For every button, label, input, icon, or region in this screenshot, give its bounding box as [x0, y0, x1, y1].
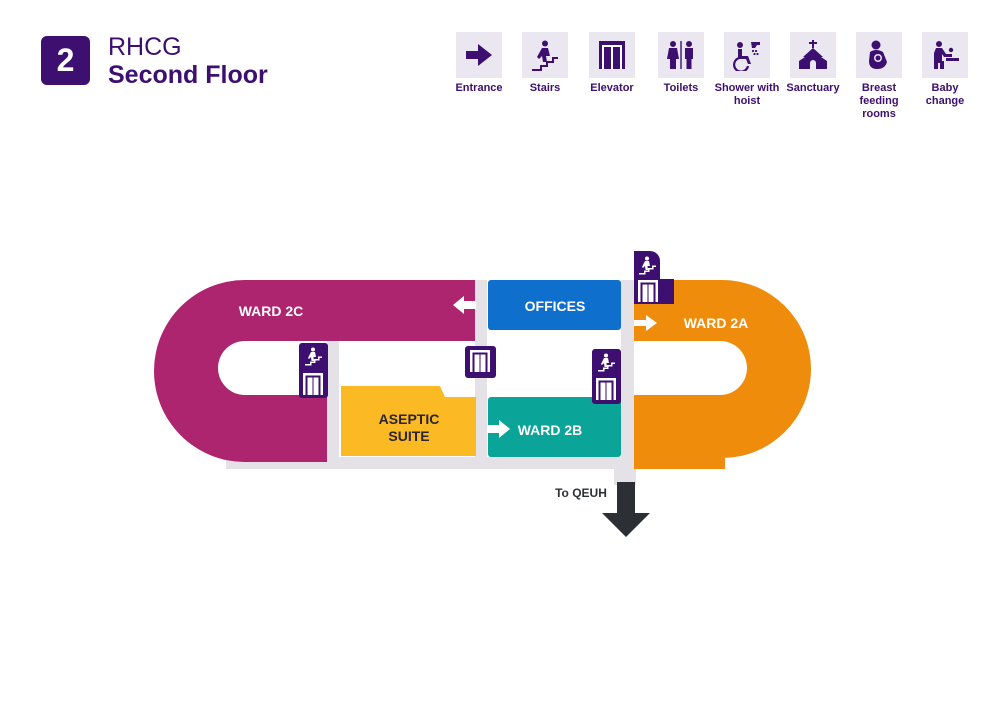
toilets-icon	[667, 41, 693, 69]
elevator-icon	[596, 378, 616, 400]
ward-2a-label: WARD 2A	[684, 315, 749, 331]
legend-label: Baby change	[925, 82, 965, 107]
legend-label: Breast feeding rooms	[859, 82, 899, 120]
stairs-elevator-marker-right	[592, 349, 621, 404]
legend-item-sanctuary: Sanctuary	[780, 32, 846, 95]
elevator-icon	[303, 373, 323, 395]
offices-area[interactable]	[488, 280, 621, 330]
legend-item-elevator: Elevator	[579, 32, 645, 95]
offices-label: OFFICES	[525, 298, 586, 314]
entrance-arrow-icon	[634, 315, 657, 331]
shower-hoist-icon	[733, 42, 760, 71]
elevator-icon	[599, 41, 625, 69]
legend-item-baby-change: Baby change	[912, 32, 978, 108]
floor-number-badge: 2	[41, 36, 90, 85]
ward-2a-area[interactable]	[634, 280, 811, 469]
aseptic-suite-area[interactable]	[341, 386, 476, 456]
corridor	[226, 280, 636, 485]
aseptic-suite-label-line2: SUITE	[388, 428, 429, 444]
legend-label: Toilets	[663, 82, 699, 94]
legend-item-shower-hoist: Shower with hoist	[714, 32, 780, 108]
ward-2b-area[interactable]	[488, 397, 621, 457]
legend-item-toilets: Toilets	[648, 32, 714, 95]
legend-item-entrance: Entrance	[446, 32, 512, 95]
legend-label: Sanctuary	[786, 82, 840, 94]
building-name: RHCG	[108, 33, 182, 61]
elevator-icon	[638, 280, 658, 302]
entrance-arrow-icon	[487, 420, 510, 438]
ward-2b-label: WARD 2B	[518, 422, 583, 438]
legend-label: Stairs	[529, 82, 561, 94]
legend-item-breastfeeding: Breast feeding rooms	[846, 32, 912, 121]
legend-label: Shower with hoist	[714, 82, 780, 107]
exit-arrow-icon[interactable]	[602, 482, 650, 537]
aseptic-suite-label-line1: ASEPTIC	[379, 411, 440, 427]
exit-label: To QEUH	[555, 486, 607, 500]
legend-label: Entrance	[455, 82, 503, 94]
ward-2c-area[interactable]	[154, 280, 475, 462]
stairs-elevator-marker-left	[299, 343, 328, 398]
entrance-arrow-icon	[453, 296, 476, 314]
ward-2c-label: WARD 2C	[239, 303, 304, 319]
elevator-icon	[470, 350, 490, 372]
breastfeeding-icon	[869, 40, 887, 69]
stairs-elevator-marker-top	[634, 251, 674, 304]
legend-label: Elevator	[590, 82, 634, 94]
elevator-marker-center	[465, 346, 496, 378]
floor-title: Second Floor	[108, 61, 268, 89]
entrance-arrow-icon	[466, 44, 492, 66]
legend-item-stairs: Stairs	[512, 32, 578, 95]
stairs-icon	[532, 40, 558, 71]
sanctuary-icon	[799, 40, 827, 69]
baby-change-icon	[934, 41, 959, 69]
